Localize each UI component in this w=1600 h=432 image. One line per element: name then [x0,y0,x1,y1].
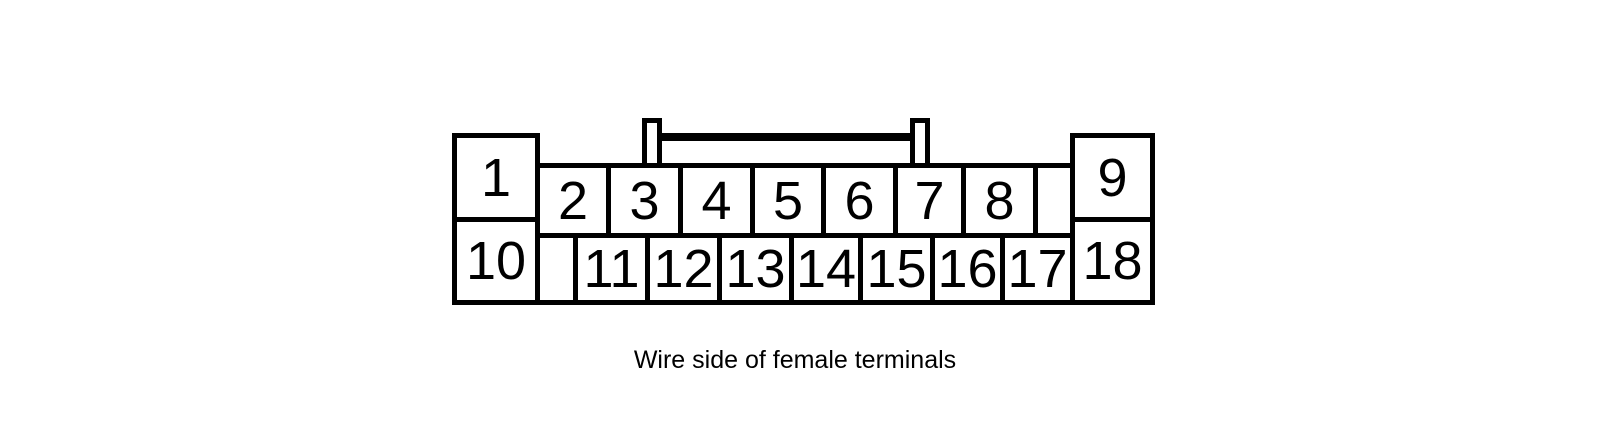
blank-slot-bottom-left [535,233,578,305]
terminal-6: 6 [821,163,898,238]
terminal-18: 18 [1070,217,1155,305]
terminal-4: 4 [678,163,755,238]
terminal-1: 1 [452,133,540,222]
terminal-16: 16 [930,233,1005,305]
terminal-8: 8 [961,163,1038,238]
terminal-17: 17 [1000,233,1075,305]
terminal-5: 5 [750,163,826,238]
latch-left-post-icon [642,118,662,168]
terminal-9: 9 [1070,133,1155,222]
terminal-14: 14 [789,233,863,305]
terminal-10: 10 [452,217,540,305]
terminal-7: 7 [893,163,966,238]
terminal-12: 12 [645,233,722,305]
terminal-13: 13 [717,233,794,305]
blank-slot-top-right [1033,163,1075,238]
terminal-15: 15 [858,233,935,305]
terminal-3: 3 [606,163,683,238]
latch-crossbar-icon [657,133,915,141]
terminal-11: 11 [573,233,650,305]
terminal-2: 2 [535,163,611,238]
latch-right-post-icon [910,118,930,168]
diagram-caption: Wire side of female terminals [633,346,957,374]
